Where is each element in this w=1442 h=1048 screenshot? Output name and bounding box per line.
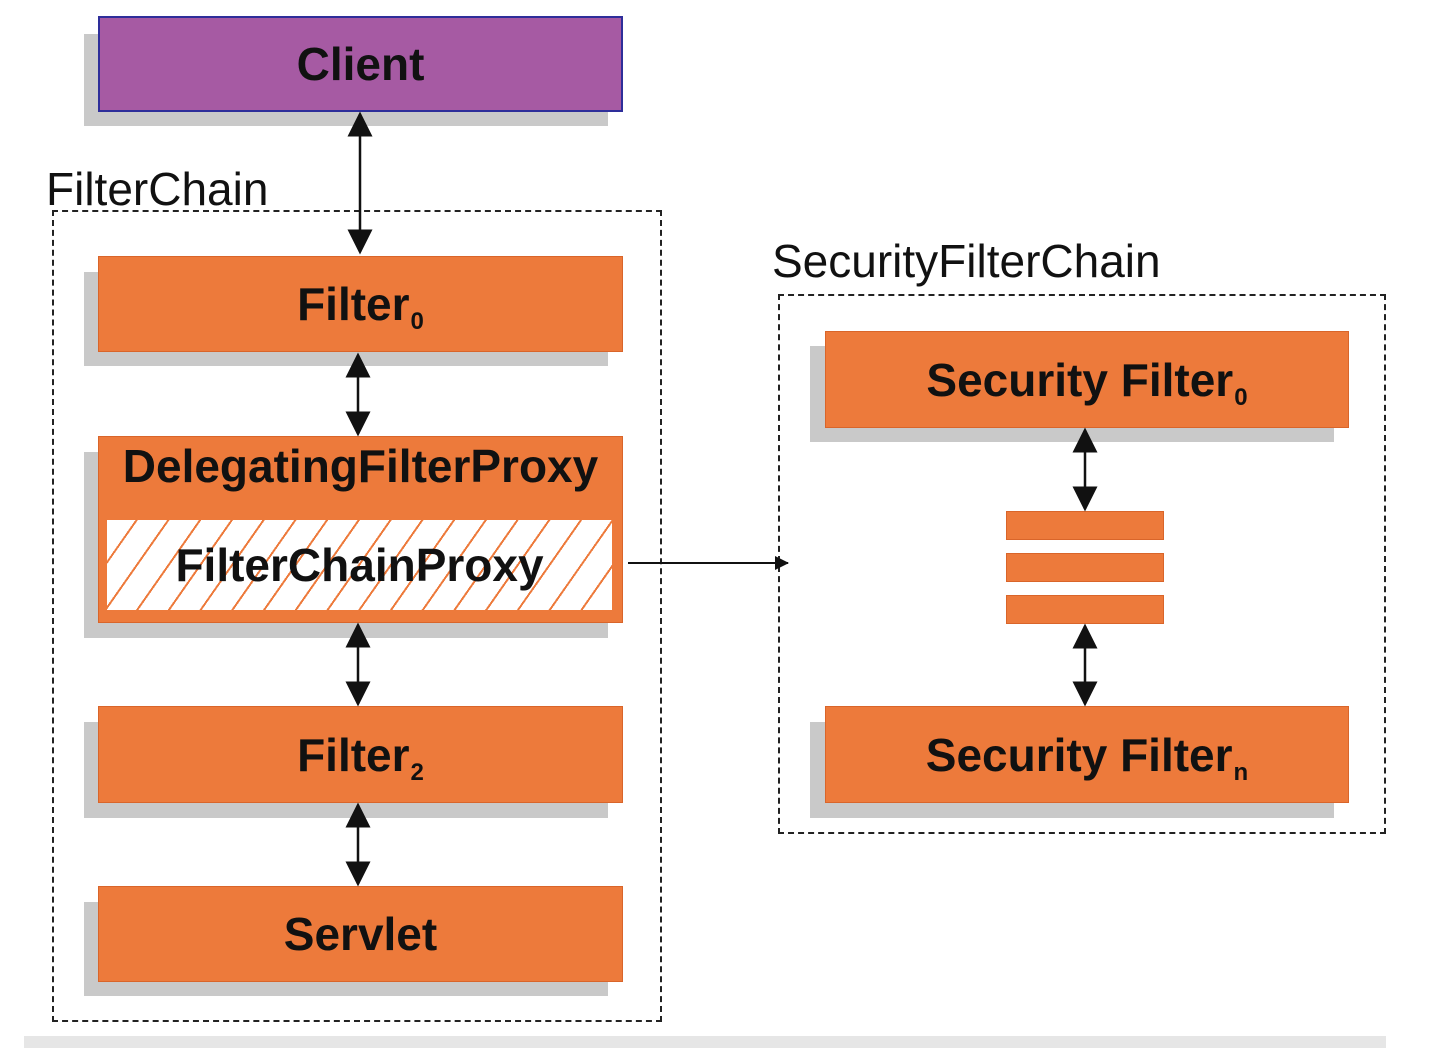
client-label: Client — [296, 38, 425, 90]
filter-chain-proxy-label: FilterChainProxy — [175, 539, 544, 591]
delegating-filter-proxy-node: DelegatingFilterProxy FilterChainProxy — [98, 436, 623, 623]
filter0-label: Filter — [297, 278, 410, 330]
security-filtern-subscript: n — [1233, 758, 1249, 786]
bottom-strip — [24, 1036, 1386, 1048]
filterchain-label: FilterChain — [46, 163, 269, 215]
servlet-label: Servlet — [283, 908, 438, 960]
delegating-filter-proxy-label: DelegatingFilterProxy — [122, 440, 599, 492]
ellipsis-bar-3 — [1006, 595, 1164, 624]
filter2-label: Filter — [297, 728, 410, 781]
securityfilterchain-label: SecurityFilterChain — [772, 235, 1161, 287]
security-filter0-subscript: 0 — [1234, 383, 1248, 411]
filter2-subscript: 2 — [410, 758, 424, 786]
servlet-node: Servlet — [98, 886, 623, 982]
ellipsis-bar-1 — [1006, 511, 1164, 540]
security-filter0-label: Security Filter — [926, 353, 1234, 406]
client-node: Client — [98, 16, 623, 112]
filter0-subscript: 0 — [410, 308, 424, 335]
filter-chain-proxy-node: FilterChainProxy — [105, 518, 614, 612]
security-filtern-label: Security Filter — [925, 728, 1233, 781]
ellipsis-bar-2 — [1006, 553, 1164, 582]
